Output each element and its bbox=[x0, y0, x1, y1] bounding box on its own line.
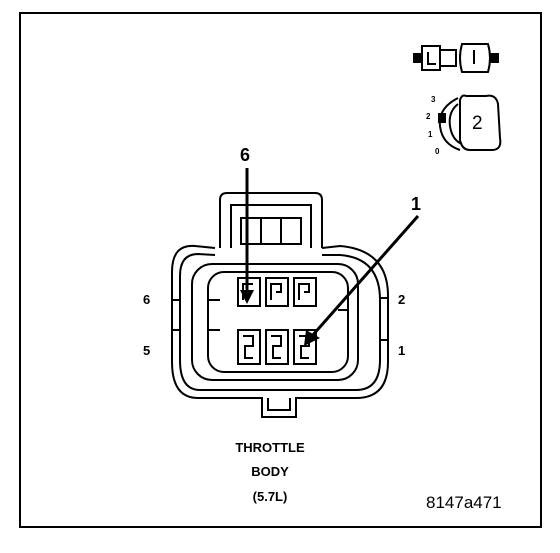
connector-title-line1: THROTTLE bbox=[235, 440, 305, 455]
key-notch bbox=[267, 398, 291, 411]
terminal-cavity-inner bbox=[207, 271, 349, 373]
connector-housing-outer bbox=[171, 244, 389, 418]
callout-label-1: 1 bbox=[411, 194, 422, 214]
figure-border bbox=[19, 12, 542, 528]
terminal-row-bottom bbox=[237, 329, 317, 365]
position-indicator-icon bbox=[438, 94, 502, 151]
scale-label-2: 2 bbox=[426, 112, 431, 121]
pin-label-left-top: 6 bbox=[143, 292, 151, 307]
callout-arrow-6 bbox=[240, 168, 254, 304]
scale-label-3: 3 bbox=[431, 95, 436, 104]
connector-housing-inner bbox=[179, 252, 381, 391]
figure-code: 8147a471 bbox=[426, 493, 502, 512]
locking-tab bbox=[219, 192, 323, 248]
callout-label-6: 6 bbox=[240, 145, 251, 165]
callout-arrow-1 bbox=[304, 215, 420, 346]
pin-label-right-top: 2 bbox=[398, 292, 406, 307]
latch bbox=[240, 217, 302, 245]
scale-label-1: 1 bbox=[428, 130, 433, 139]
connector-title-line2: BODY bbox=[251, 464, 289, 479]
scale-label-0: 0 bbox=[435, 147, 440, 156]
connector-title-line3: (5.7L) bbox=[252, 489, 288, 504]
pin-label-left-bottom: 5 bbox=[143, 343, 151, 358]
position-number: 2 bbox=[472, 113, 483, 134]
terminal-cavity-outer bbox=[191, 263, 359, 381]
pin-label-right-bottom: 1 bbox=[398, 343, 406, 358]
terminal-row-top bbox=[237, 277, 317, 307]
inline-connector-icon bbox=[413, 43, 499, 73]
